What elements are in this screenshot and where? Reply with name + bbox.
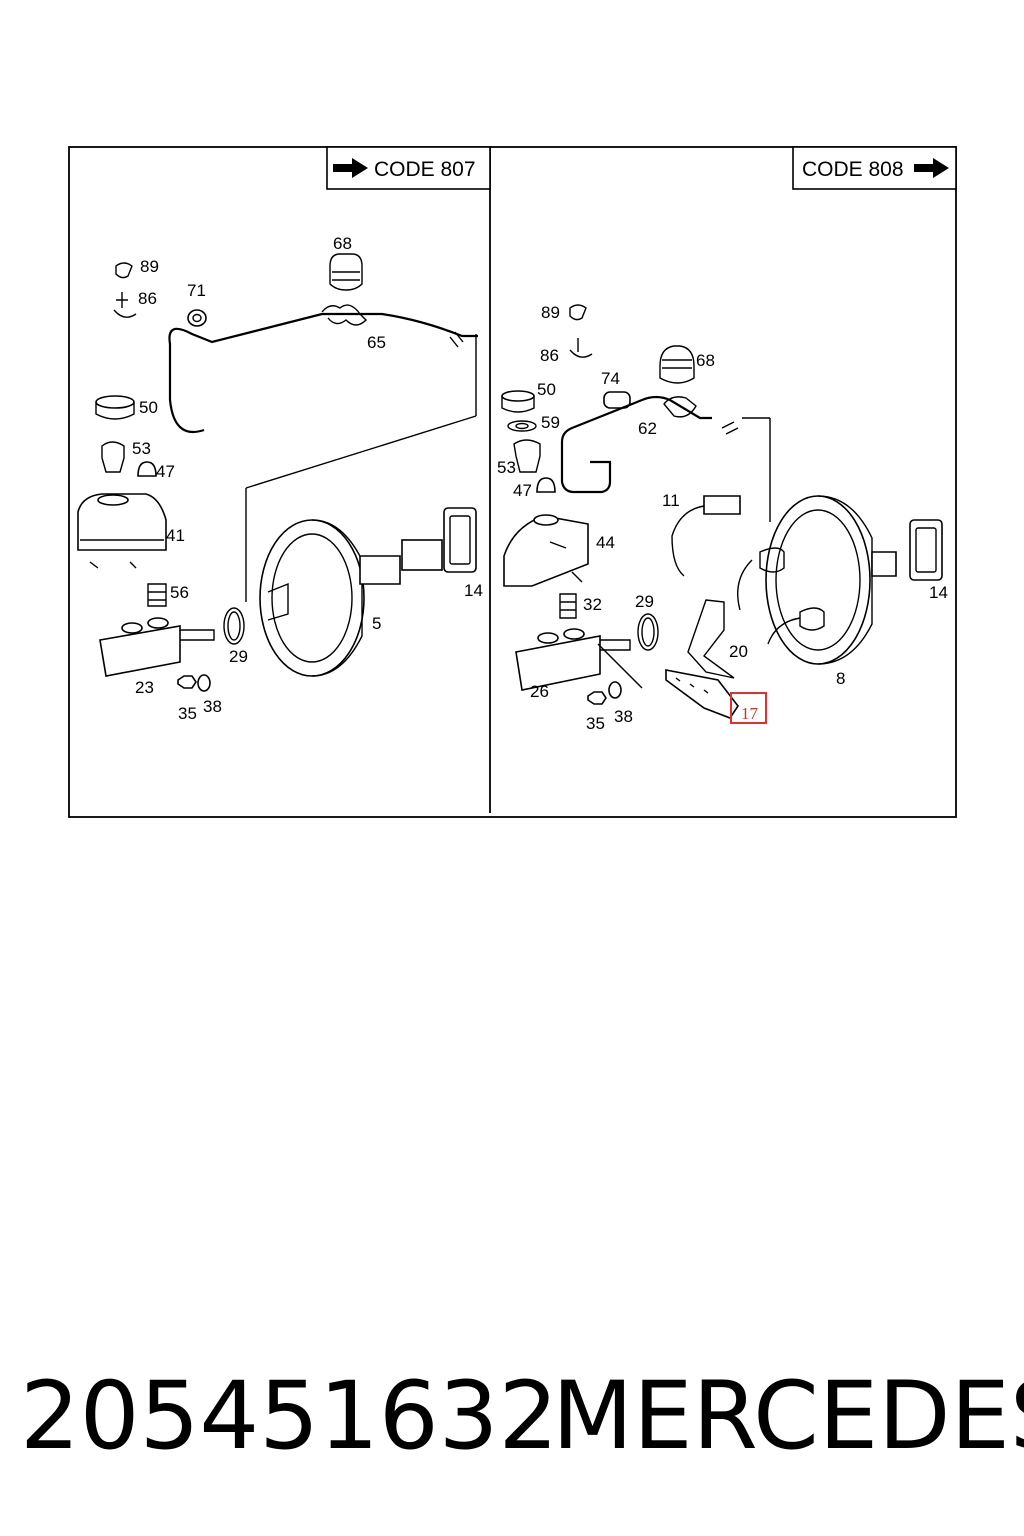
- callout: 35: [586, 714, 605, 733]
- callout: 50: [537, 380, 556, 399]
- callout: 59: [541, 413, 560, 432]
- code-807-header: CODE 807: [326, 146, 491, 190]
- right-callouts: 89 86 74 68 50 59 62 53 47 11 44 32 29 2…: [497, 303, 948, 733]
- highlight-box: [730, 692, 767, 724]
- callout: 62: [638, 419, 657, 438]
- callout: 71: [187, 281, 206, 300]
- left-panel-drawing: [77, 253, 478, 692]
- callout: 47: [513, 481, 532, 500]
- callout: 5: [372, 614, 381, 633]
- callout: 89: [541, 303, 560, 322]
- left-callouts: 89 86 71 68 65 50 53 47 41 56 29 23 35 3…: [132, 234, 483, 723]
- callout: 8: [836, 669, 845, 688]
- arrow-right-icon: [333, 158, 368, 178]
- diagram-frame: [68, 146, 957, 818]
- callout: 68: [696, 351, 715, 370]
- callout: 86: [138, 289, 157, 308]
- highlighted-callout: 17: [741, 704, 759, 723]
- callout: 53: [132, 439, 151, 458]
- callout: 29: [635, 592, 654, 611]
- callout: 50: [139, 398, 158, 417]
- callout: 56: [170, 583, 189, 602]
- callout: 41: [166, 526, 185, 545]
- code-808-header: CODE 808: [792, 146, 957, 190]
- callout: 26: [530, 682, 549, 701]
- callout: 53: [497, 458, 516, 477]
- callout: 38: [614, 707, 633, 726]
- brand-name: MERCEDES: [552, 1362, 1024, 1471]
- callout: 11: [662, 491, 680, 510]
- part-number: 205451632: [20, 1362, 559, 1471]
- code-807-label: CODE 807: [374, 158, 476, 181]
- callout: 14: [929, 583, 948, 602]
- callout: 32: [583, 595, 602, 614]
- callout: 20: [729, 642, 748, 661]
- callout: 68: [333, 234, 352, 253]
- right-panel-drawing: [501, 304, 943, 724]
- code-808-label: CODE 808: [802, 158, 904, 181]
- callout: 89: [140, 257, 159, 276]
- callout: 14: [464, 581, 483, 600]
- callout: 86: [540, 346, 559, 365]
- arrow-right-icon: [914, 158, 949, 178]
- callout: 65: [367, 333, 386, 352]
- callout: 29: [229, 647, 248, 666]
- callout: 47: [156, 462, 175, 481]
- callout: 35: [178, 704, 197, 723]
- callout: 23: [135, 678, 154, 697]
- callout: 38: [203, 697, 222, 716]
- callout: 44: [596, 533, 615, 552]
- callout: 74: [601, 369, 620, 388]
